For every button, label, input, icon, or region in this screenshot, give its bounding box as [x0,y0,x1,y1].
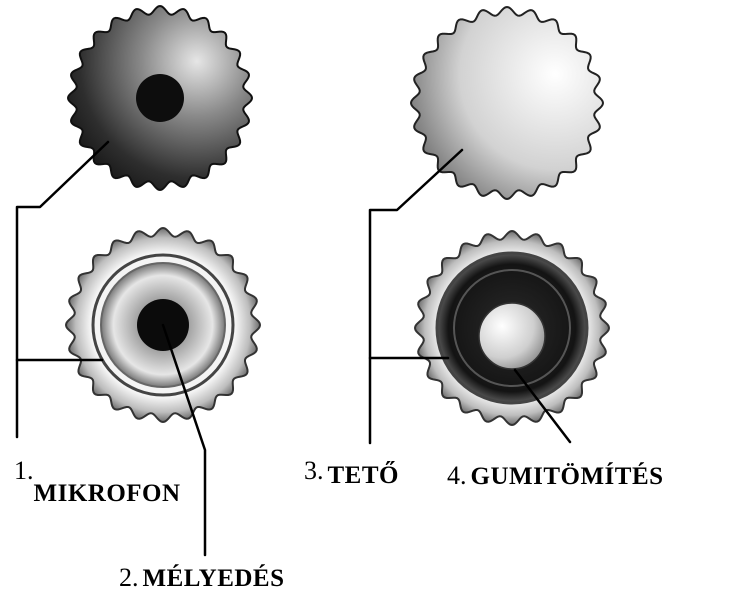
label-text: TETŐ [328,462,399,489]
label-text: MÉLYEDÉS [143,565,285,592]
seal-button [479,303,545,369]
label-number: 4. [447,461,467,490]
label-text: MIKROFON [34,480,181,507]
label-number: 2. [119,563,139,592]
label-recess: 2. MÉLYEDÉS [119,565,285,591]
label-microphone: 1.MIKROFON [14,458,181,484]
label-number: 1. [14,456,34,485]
label-text: GUMITÖMÍTÉS [471,463,664,490]
label-seal: 4. GUMITÖMÍTÉS [447,463,664,489]
label-number: 3. [304,456,324,485]
label-cover: 3. TETŐ [304,458,399,484]
microphone-hole [136,74,184,122]
